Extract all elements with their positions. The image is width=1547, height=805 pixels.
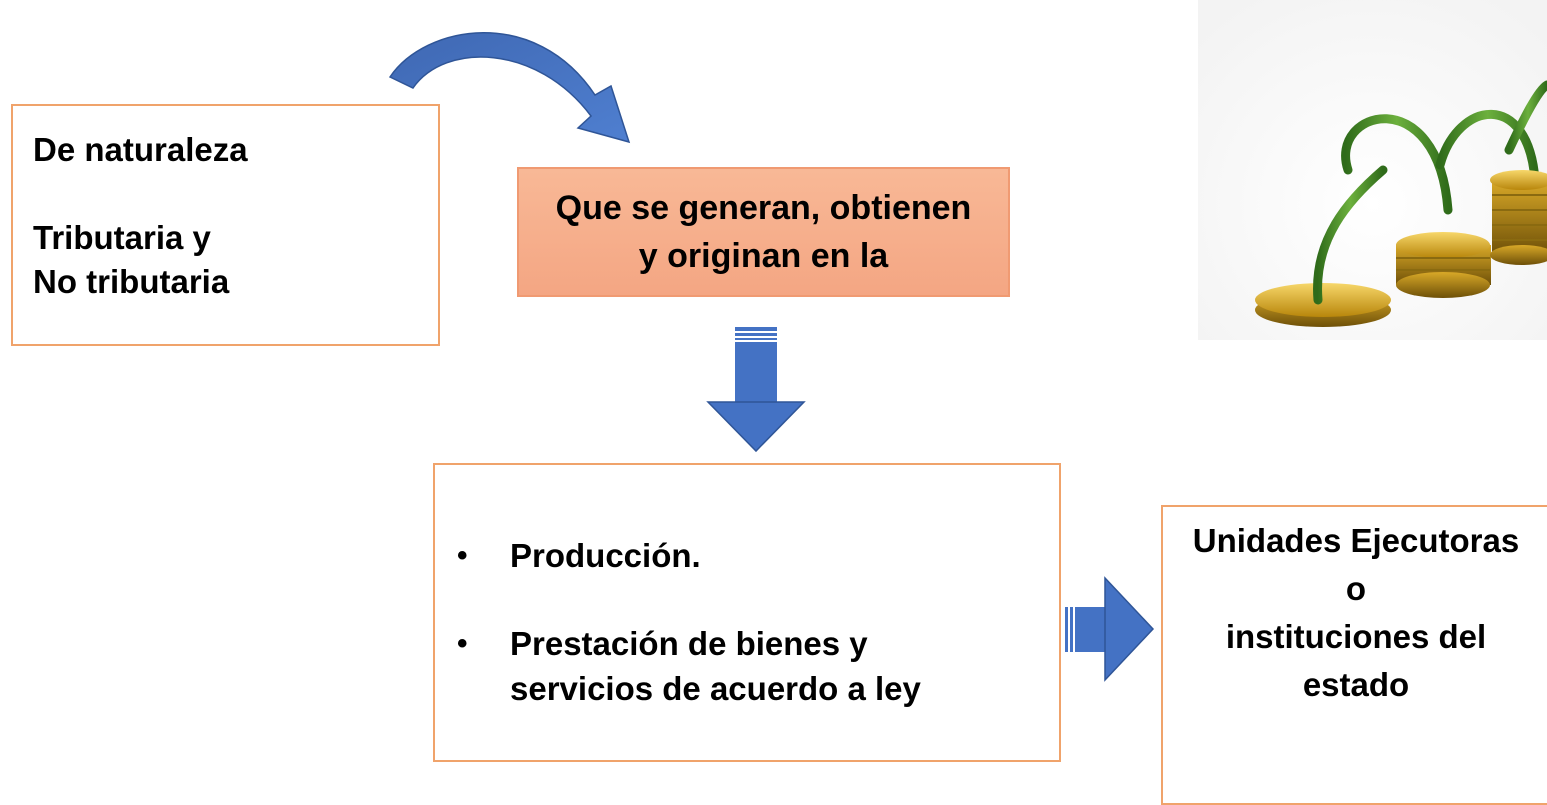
generation-line-2: y originan en la <box>638 237 889 275</box>
activity-text: Prestación de bienes y <box>510 625 868 662</box>
generation-line-1: Que se generan, obtienen <box>555 189 972 227</box>
units-line-2: o <box>1345 570 1367 607</box>
right-arrow-icon <box>1065 576 1155 682</box>
units-line-3: instituciones del <box>1225 618 1487 655</box>
down-arrow-icon <box>706 327 806 453</box>
generation-box: Que se generan, obtienen y originan en l… <box>517 167 1010 297</box>
nature-line-2: Tributaria y <box>33 219 211 256</box>
activity-text-continued: servicios de acuerdo a ley <box>510 670 921 707</box>
activity-item: • Prestación de bienes y servicios de ac… <box>457 621 1059 711</box>
activities-box: • Producción. • Prestación de bienes y s… <box>433 463 1061 762</box>
nature-box: De naturaleza Tributaria y No tributaria <box>11 104 440 346</box>
activity-item: • Producción. <box>457 533 1059 578</box>
units-line-1: Unidades Ejecutoras <box>1192 522 1520 559</box>
activity-text: Producción. <box>510 537 701 574</box>
units-line-4: estado <box>1302 666 1410 703</box>
nature-line-3: No tributaria <box>33 263 230 300</box>
curved-arrow-icon <box>388 32 631 144</box>
executing-units-box: Unidades Ejecutoras o instituciones del … <box>1161 505 1547 805</box>
nature-line-1: De naturaleza <box>33 131 248 168</box>
bullet-icon: • <box>457 627 468 660</box>
bullet-icon: • <box>457 539 468 572</box>
coins-growth-illustration <box>1198 0 1547 340</box>
